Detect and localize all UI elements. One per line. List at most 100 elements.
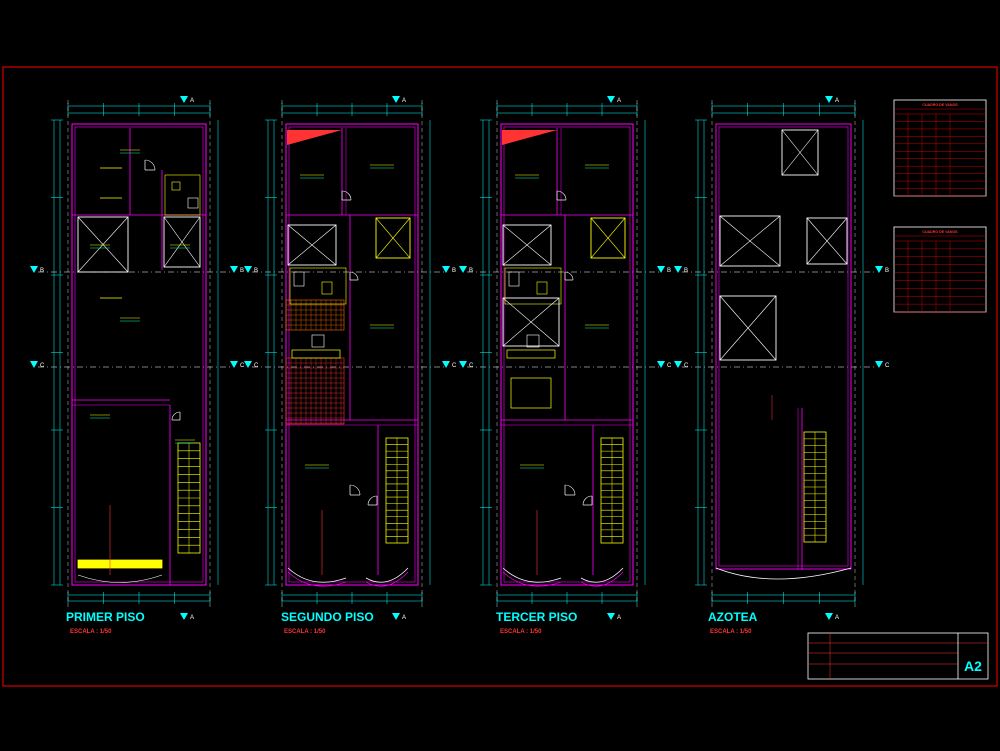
axis-letter: A [402,98,406,104]
plan-scale-tercer-piso: ESCALA : 1/50 [500,629,542,635]
axis-bubble: A [825,96,839,104]
kitchen-counter [510,377,552,409]
roof-edge-curve [715,567,852,580]
axis-letter: B [452,268,456,274]
axis-bubble: C [244,361,259,369]
toilet [536,281,548,295]
axis-letter: B [40,268,44,274]
exterior-wall [500,123,634,586]
axis-bubble: B [244,266,258,274]
tile-grid [285,357,345,425]
plan-title-primer-piso: PRIMER PISO [66,610,145,624]
roof-void [781,129,819,176]
door-swing [582,495,593,506]
plan-scale-segundo-piso: ESCALA : 1/50 [284,629,326,635]
bay-window [502,571,562,587]
axis-letter: A [617,615,621,621]
plan-tercer-piso: B B C C A A [459,96,672,621]
axis-letter: C [885,363,890,369]
door-swing [341,190,352,201]
axis-bubble: C [657,361,672,369]
door-swing [144,159,156,171]
axis-bubble: C [230,361,245,369]
axis-letter: C [469,363,474,369]
axis-bubble: B [30,266,44,274]
axis-bubble: A [607,613,621,621]
dimension-lines [51,103,219,604]
sheet-frame [2,66,998,687]
legend-table-vanos-2: CUADRO DE VANOS [893,226,987,313]
light-well [163,216,201,268]
stair [803,431,827,543]
bay-window [580,567,624,583]
sheet-code: A2 [964,658,982,674]
axis-bubble: B [442,266,456,274]
light-well [502,297,560,347]
axis-bubble: B [674,266,688,274]
shower [293,271,305,287]
plan-title-azotea: AZOTEA [708,610,758,624]
plan-primer-piso: B B C C A A [30,96,245,621]
door-swing [564,484,576,496]
roof-void [719,215,781,267]
door-swing [349,484,361,496]
axis-letter: B [885,268,889,274]
legend-table-vanos-1: CUADRO DE VANOS [893,99,987,197]
plan-scale-azotea: ESCALA : 1/50 [710,629,752,635]
axis-letter: C [684,363,689,369]
stair [177,442,201,554]
axis-bubble: B [230,266,244,274]
shower [508,271,520,287]
title-block: A2 [807,632,989,680]
axis-bubble: A [180,96,194,104]
door-swing [564,271,574,281]
hatch-area [502,130,557,145]
axis-bubble: A [825,613,839,621]
hatch-area [287,130,342,145]
stove [311,334,325,348]
exterior-wall [285,123,419,586]
light-well [375,217,411,259]
stove [526,334,540,348]
toilet [171,181,181,191]
axis-letter: A [835,98,839,104]
axis-letter: A [190,98,194,104]
plan-title-segundo-piso: SEGUNDO PISO [281,610,374,624]
bathroom [164,174,201,216]
door-swing [367,495,378,506]
bay-window [287,571,347,587]
door-swing [171,411,181,421]
legend-table-title: CUADRO DE VANOS [922,103,958,107]
axis-bubble: A [180,613,194,621]
axis-letter: A [835,615,839,621]
axis-bubble: C [30,361,45,369]
axis-letter: B [469,268,473,274]
roof-void [806,217,848,265]
parapet-wall-inner [718,126,849,567]
axis-bubble: B [657,266,671,274]
exterior-wall-inner [288,126,416,583]
plan-azotea: B B C C A A [674,96,890,621]
exterior-wall-inner [74,126,204,583]
counter [77,559,163,569]
kitchen-counter [291,349,341,359]
bay-window [365,567,409,583]
plan-title-tercer-piso: TERCER PISO [496,610,577,624]
sink [187,197,199,209]
axis-bubble: B [875,266,889,274]
axis-letter: A [617,98,621,104]
light-well [287,224,337,266]
stair [600,437,624,544]
storefront-curve [77,574,163,583]
axis-bubble: A [392,96,406,104]
axis-letter: C [667,363,672,369]
axis-letter: A [402,615,406,621]
parapet-wall [715,123,852,570]
axis-letter: B [667,268,671,274]
axis-letter: C [40,363,45,369]
toilet [321,281,333,295]
door-swing [556,190,567,201]
dimension-lines [265,103,431,604]
